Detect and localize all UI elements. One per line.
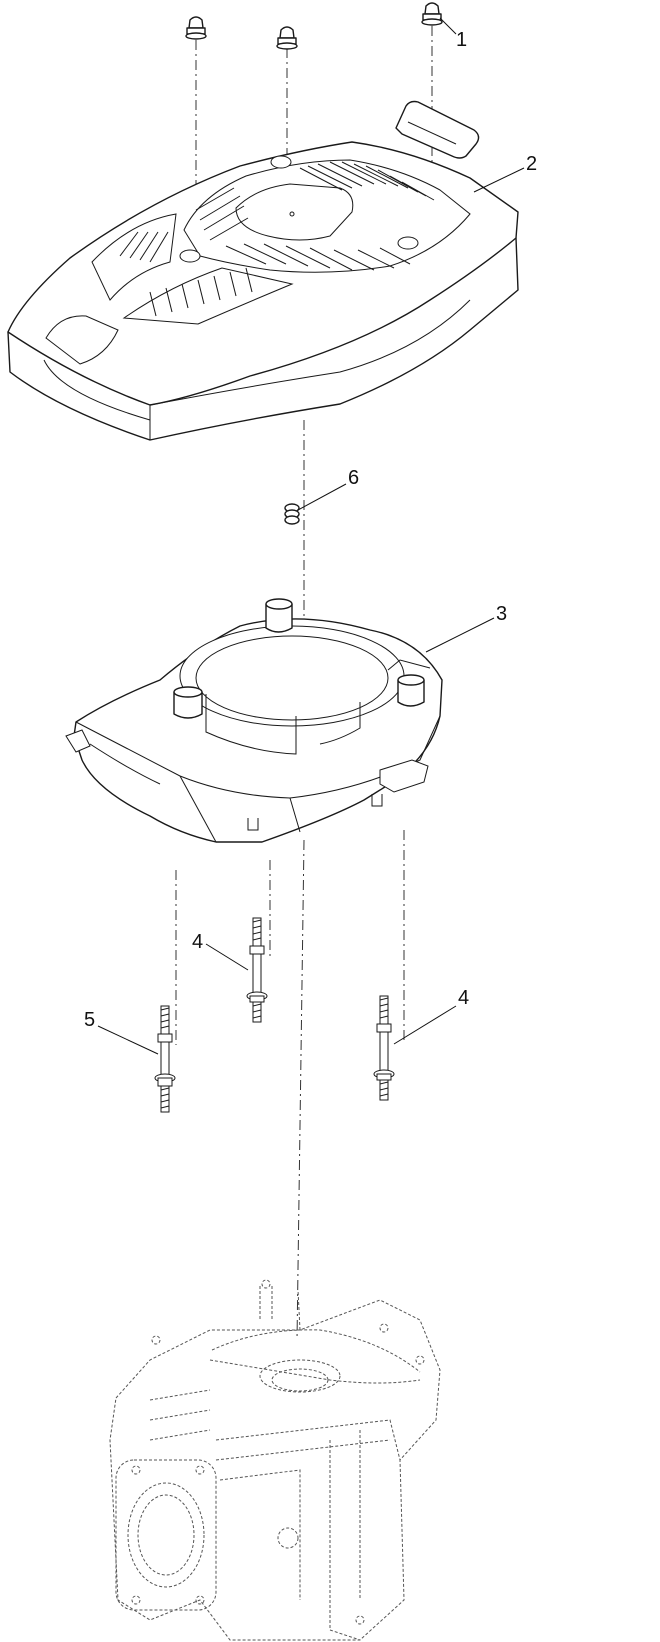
cap-nut-left [185,16,207,40]
cap-nut-middle [276,26,298,50]
side-louvres [119,231,169,263]
callout-1: 1 [456,29,467,51]
stud-hole-right [397,236,419,250]
stud-bolt-left [154,1005,176,1113]
vent-slats-lower [225,243,411,271]
blower-housing [65,598,443,843]
vent-slats-upper [299,161,435,201]
engine-block-reference [109,1279,441,1641]
leader-lines [97,17,525,1055]
cap-nut-right [421,2,443,26]
callout-labels: 1 2 3 4 4 5 6 [84,29,537,1031]
stud-bolt-center [246,917,268,1023]
callout-3: 3 [496,603,507,625]
stud-hole-middle [270,155,292,169]
spring-clip [284,503,300,525]
front-louvres [149,267,253,317]
callout-4-center: 4 [192,931,203,953]
stud-hole-left [179,249,201,263]
vent-slats-left [195,187,249,241]
callout-2: 2 [526,153,537,175]
stud-bolt-right [373,995,395,1101]
callout-5: 5 [84,1009,95,1031]
engine-shroud-cover [7,100,519,441]
callout-4-right: 4 [458,987,469,1009]
fan-ring-outer [179,625,405,727]
callout-6: 6 [348,467,359,489]
